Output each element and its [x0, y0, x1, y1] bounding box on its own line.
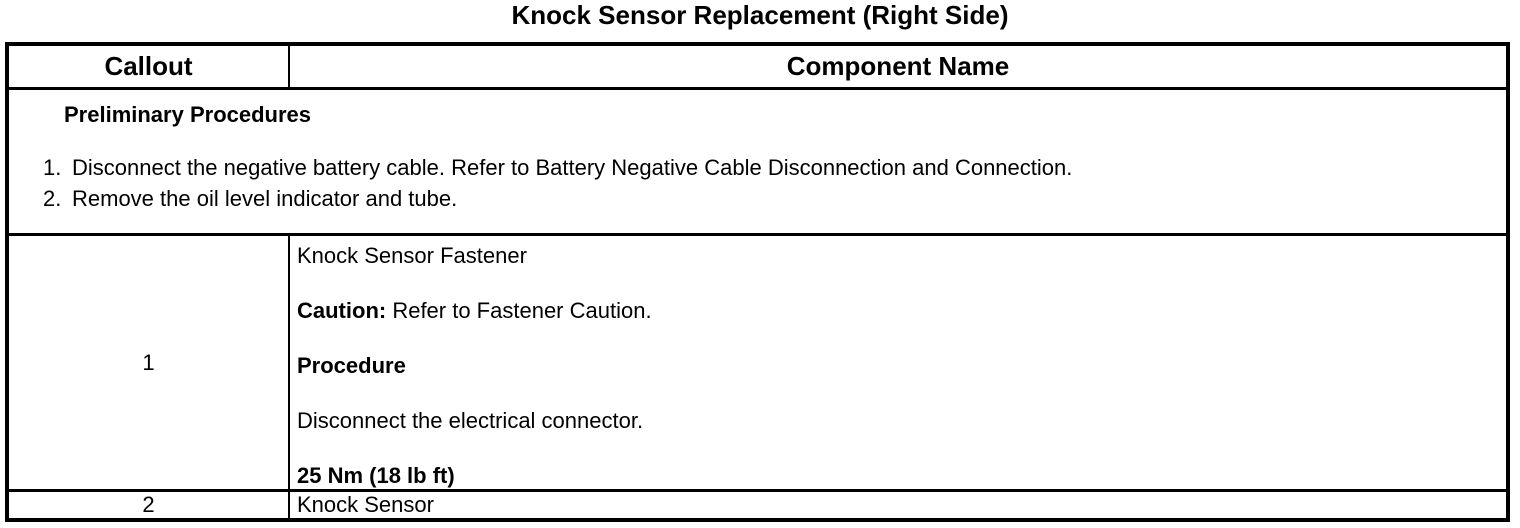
preliminary-procedures-row: Preliminary Procedures 1. Disconnect the… — [9, 90, 1506, 236]
procedure-table: Callout Component Name Preliminary Proce… — [5, 42, 1510, 522]
preliminary-steps-list: 1. Disconnect the negative battery cable… — [9, 152, 1506, 214]
table-header-row: Callout Component Name — [9, 46, 1506, 90]
callout-cell: 1 — [9, 236, 290, 489]
callout-number: 2 — [142, 492, 155, 517]
component-name-text: Knock Sensor Fastener — [297, 243, 527, 268]
caution-text: Caution: Refer to Fastener Caution. — [297, 299, 1506, 323]
step-text: Remove the oil level indicator and tube. — [72, 185, 458, 211]
table-row: 2 Knock Sensor — [9, 492, 1506, 518]
step-number: 1. — [43, 154, 62, 180]
preliminary-step: 2. Remove the oil level indicator and tu… — [9, 183, 1506, 214]
torque-spec: 25 Nm (18 lb ft) — [297, 463, 455, 488]
caution-body: Refer to Fastener Caution. — [386, 298, 652, 323]
component-name-column-header: Component Name — [786, 51, 1010, 82]
preliminary-step: 1. Disconnect the negative battery cable… — [9, 152, 1506, 183]
caution-label: Caution: — [297, 298, 387, 323]
step-number: 2. — [43, 185, 62, 211]
component-cell: Knock Sensor Fastener Caution: Refer to … — [290, 236, 1506, 489]
table-row: 1 Knock Sensor Fastener Caution: Refer t… — [9, 236, 1506, 492]
callout-column-header: Callout — [9, 46, 290, 87]
procedure-heading: Procedure — [297, 353, 406, 378]
callout-cell: 2 — [9, 492, 290, 518]
component-name-text: Knock Sensor — [297, 492, 434, 517]
preliminary-procedures-heading: Preliminary Procedures — [64, 101, 312, 127]
page-title: Knock Sensor Replacement (Right Side) — [511, 0, 1009, 30]
procedure-step-text: Disconnect the electrical connector. — [297, 408, 644, 433]
step-text: Disconnect the negative battery cable. R… — [72, 154, 1073, 180]
callout-number: 1 — [142, 349, 155, 375]
component-cell: Knock Sensor — [290, 492, 1506, 518]
